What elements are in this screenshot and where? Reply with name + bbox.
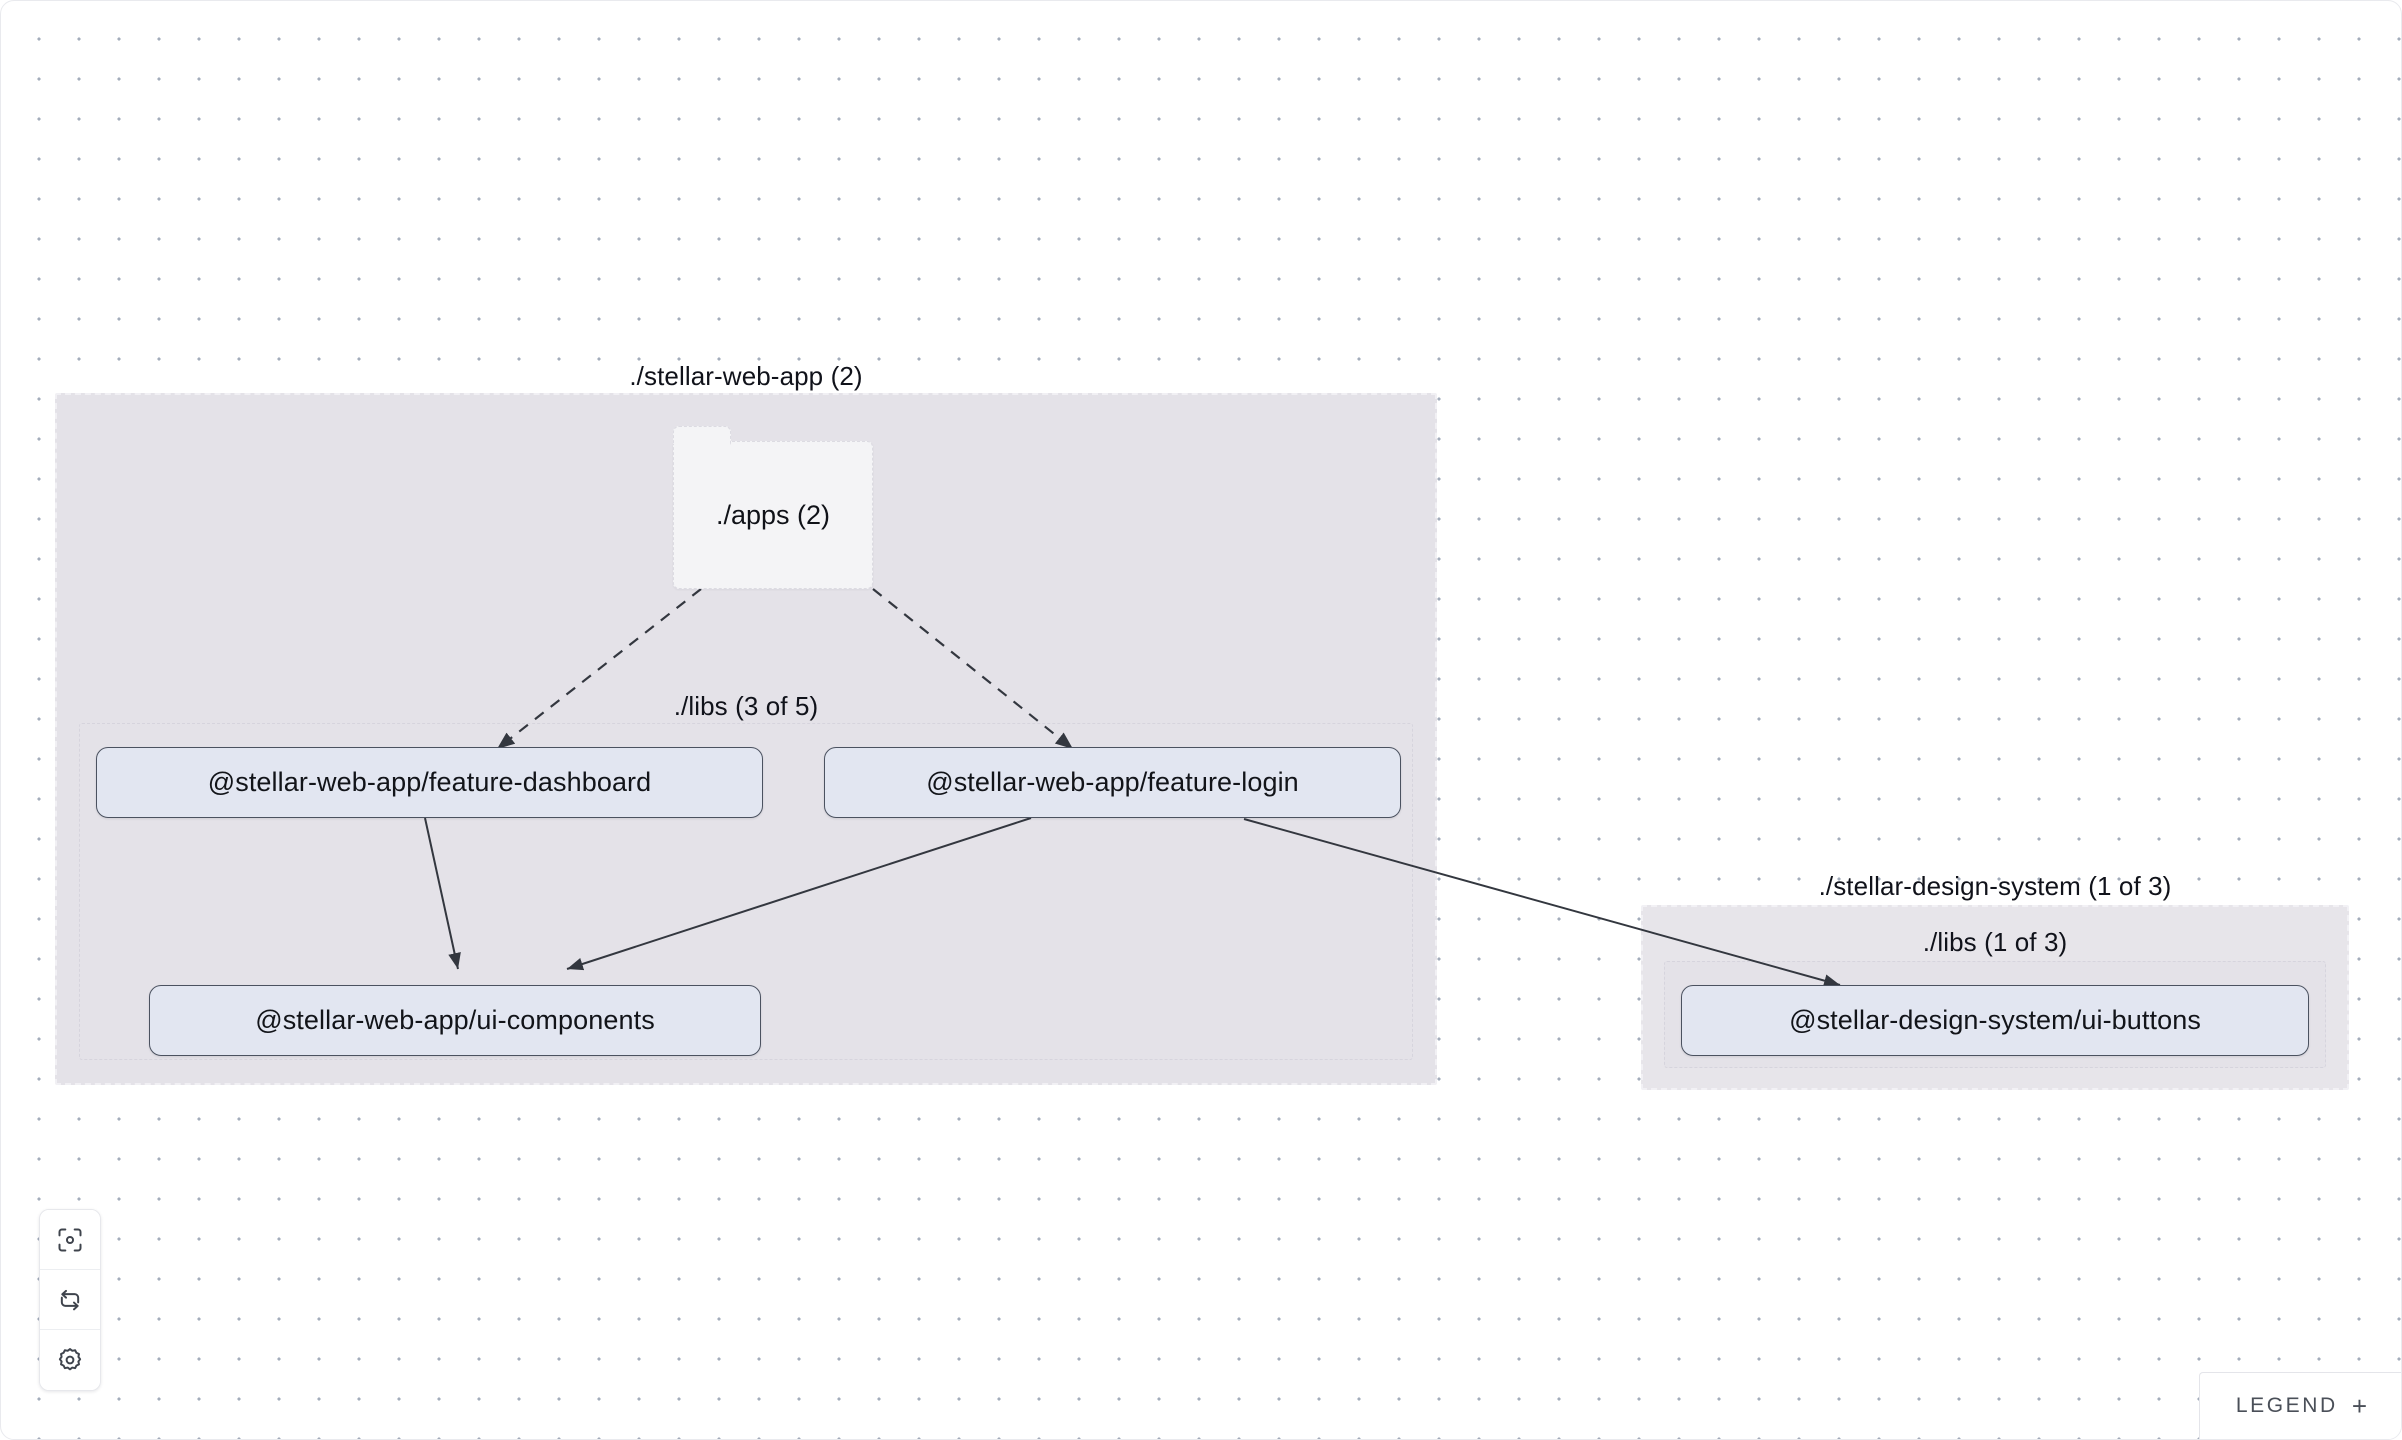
node-label-feature-login: @stellar-web-app/feature-login xyxy=(926,767,1299,797)
group-label-stellar-design-system-libs: ./libs (1 of 3) xyxy=(1922,927,2068,957)
focus-target-icon xyxy=(56,1226,84,1254)
folder-node-apps[interactable]: ./apps (2) xyxy=(672,426,873,589)
node-label-ui-buttons: @stellar-design-system/ui-buttons xyxy=(1789,1005,2201,1035)
canvas-controls[interactable] xyxy=(39,1209,101,1391)
refresh-button[interactable] xyxy=(40,1270,100,1330)
node-ui-buttons[interactable]: @stellar-design-system/ui-buttons xyxy=(1681,985,2309,1056)
node-ui-components[interactable]: @stellar-web-app/ui-components xyxy=(149,985,761,1056)
plus-icon: + xyxy=(2351,1391,2367,1421)
folder-node-label: ./apps (2) xyxy=(715,499,831,530)
node-label-ui-components: @stellar-web-app/ui-components xyxy=(255,1005,655,1035)
node-feature-login[interactable]: @stellar-web-app/feature-login xyxy=(824,747,1401,818)
group-label-stellar-web-app: ./stellar-web-app (2) xyxy=(629,361,863,391)
group-label-stellar-design-system: ./stellar-design-system (1 of 3) xyxy=(1818,871,2172,901)
node-label-feature-dashboard: @stellar-web-app/feature-dashboard xyxy=(207,767,652,797)
legend-toggle[interactable]: LEGEND + xyxy=(2198,1372,2401,1439)
refresh-icon xyxy=(56,1286,84,1314)
legend-label: LEGEND xyxy=(2235,1394,2338,1417)
focus-graph-button[interactable] xyxy=(40,1210,100,1270)
group-label-stellar-web-app-libs: ./libs (3 of 5) xyxy=(673,691,819,721)
settings-button[interactable] xyxy=(40,1330,100,1390)
node-feature-dashboard[interactable]: @stellar-web-app/feature-dashboard xyxy=(96,747,763,818)
gear-icon xyxy=(56,1346,84,1374)
